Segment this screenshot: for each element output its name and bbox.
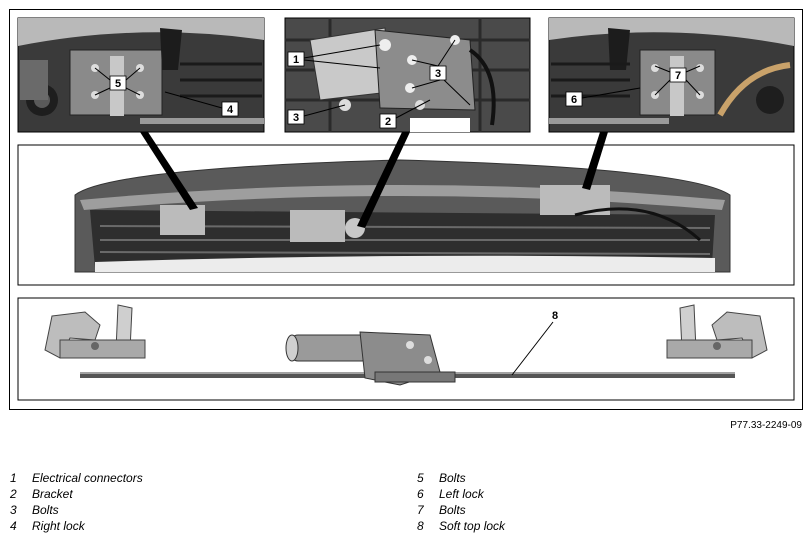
figure-reference-id: P77.33-2249-09 — [730, 420, 802, 431]
callout-6: 6 — [565, 87, 641, 107]
svg-text:3: 3 — [293, 112, 299, 124]
svg-text:2: 2 — [385, 116, 391, 128]
callout-2: 2 — [379, 99, 431, 129]
svg-text:4: 4 — [227, 104, 234, 116]
main-photo-soft-top-frame — [17, 144, 795, 286]
detail-photo-motor — [284, 17, 531, 133]
soft-top-lock-diagram: 1 2 3 3 4 5 6 7 — [9, 9, 803, 410]
callout-7: 7 — [654, 65, 701, 96]
callout-1: 1 — [287, 44, 381, 69]
callout-3-bottom: 3 — [287, 104, 346, 125]
svg-text:6: 6 — [571, 94, 577, 106]
callout-4: 4 — [164, 91, 239, 117]
detail-photo-right-lock — [17, 17, 265, 133]
callout-3-top: 3 — [411, 39, 471, 106]
svg-text:8: 8 — [552, 310, 558, 322]
svg-text:5: 5 — [115, 78, 121, 90]
svg-text:1: 1 — [293, 54, 299, 66]
svg-text:7: 7 — [675, 70, 681, 82]
callout-8: 8 — [511, 310, 558, 376]
connector-lines — [140, 132, 608, 228]
svg-text:3: 3 — [435, 68, 441, 80]
callout-5: 5 — [94, 67, 141, 96]
bottom-diagram-soft-top-lock — [17, 297, 795, 401]
